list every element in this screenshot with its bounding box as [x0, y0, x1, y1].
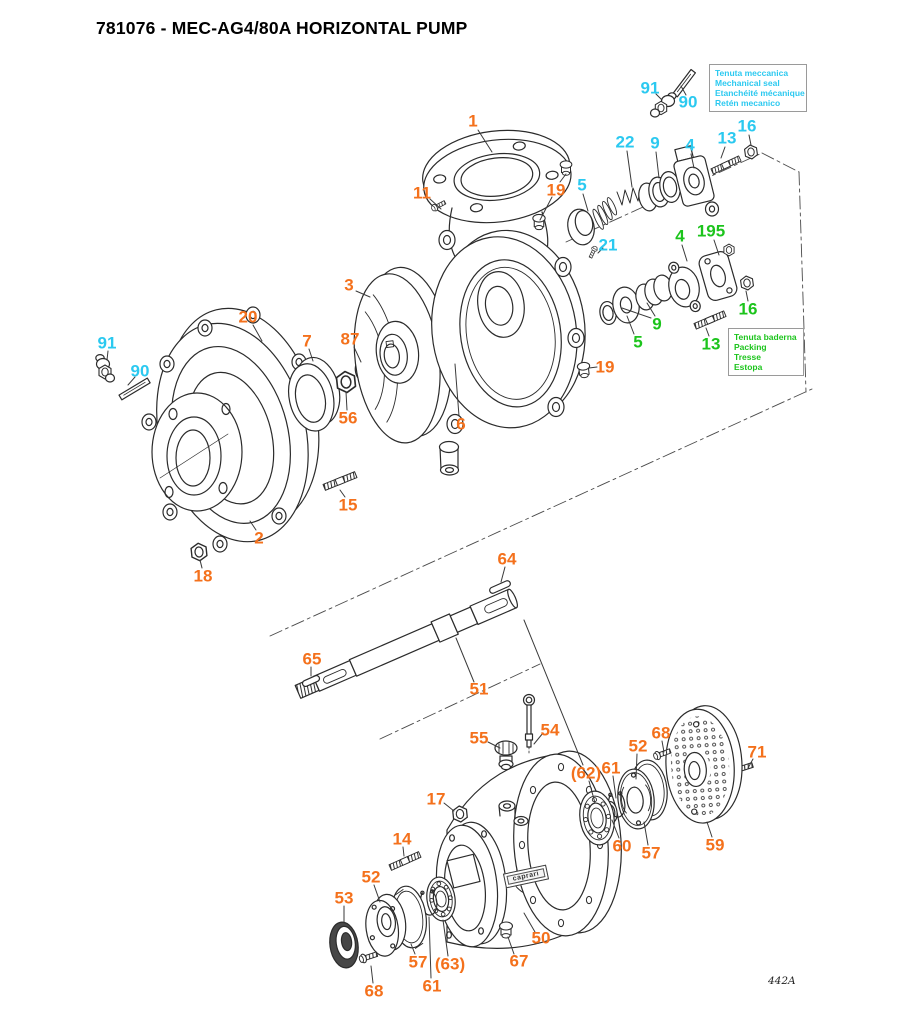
- nut-18-drawing: [189, 541, 209, 563]
- part-callout-21: 21: [598, 235, 618, 255]
- part-callout-13: 13: [701, 334, 721, 354]
- ring-7-drawing: [288, 356, 341, 432]
- volute-casing-drawing: [422, 129, 586, 476]
- part-callout-4: 4: [685, 135, 695, 155]
- part-callout-2: 2: [254, 528, 264, 548]
- drawing-reference: 442A: [768, 975, 796, 987]
- part-callout-5: 5: [577, 175, 587, 195]
- part-callout-22: 22: [615, 132, 635, 152]
- part-callout-61: 61: [601, 758, 621, 778]
- packing-stack-drawing: [599, 243, 755, 330]
- part-callout-19: 19: [595, 357, 615, 377]
- legend-line: Packing: [734, 342, 767, 352]
- part-callout-18: 18: [193, 566, 213, 586]
- part-callout-20: 20: [238, 307, 258, 327]
- part-callout-54: 54: [540, 720, 560, 740]
- legend-line: Retén mecanico: [715, 98, 781, 108]
- part-callout-87: 87: [340, 329, 360, 349]
- bearing-62-drawing: [579, 790, 615, 846]
- part-callout-9: 9: [652, 314, 662, 334]
- part-callout-1: 1: [468, 111, 478, 131]
- plug-19-mid-drawing: [532, 213, 546, 231]
- legend-line: Mechanical seal: [715, 78, 780, 88]
- shaft-drawing: [294, 580, 518, 699]
- part-callout-16: 16: [737, 116, 757, 136]
- mechanical-seal-stack-drawing: [567, 143, 759, 246]
- legend-line: Tresse: [734, 352, 761, 362]
- part-callout-68: 68: [364, 981, 384, 1001]
- part-callout-57: 57: [408, 952, 428, 972]
- seal-plate-52-right-drawing: [617, 768, 655, 830]
- part-callout-64: 64: [497, 549, 517, 569]
- legend-packing: Tenuta baderna Packing Tresse Estopa: [728, 328, 804, 376]
- part-callout-90: 90: [130, 361, 150, 381]
- key-65-drawing: [301, 674, 321, 688]
- part-callout-16: 16: [738, 299, 758, 319]
- volute-lugs: [438, 229, 585, 435]
- part-callout-5: 5: [633, 332, 643, 352]
- part-callout-61: 61: [422, 976, 442, 996]
- part-callout-91: 91: [640, 78, 660, 98]
- bearing-63-drawing: [426, 876, 456, 922]
- slinger-53-drawing: [329, 921, 359, 969]
- screw-21-drawing: [587, 244, 599, 260]
- bearing-bracket-drawing: [435, 750, 622, 949]
- part-callout-60: 60: [612, 836, 632, 856]
- fitting-90-91-left-drawing: [95, 354, 151, 401]
- part-callout-195: 195: [696, 221, 726, 241]
- centerlines: [269, 152, 813, 740]
- part-callout-52: 52: [361, 867, 381, 887]
- parts-artwork: [95, 68, 759, 969]
- part-callout-71: 71: [747, 742, 767, 762]
- page-title: 781076 - MEC-AG4/80A HORIZONTAL PUMP: [96, 18, 468, 38]
- impeller-drawing: [353, 266, 453, 444]
- part-callout-50: 50: [531, 928, 551, 948]
- casing-cover-drawing: [141, 306, 320, 553]
- dipstick-54-drawing: [522, 693, 536, 754]
- part-callout-6: 6: [456, 414, 466, 434]
- part-callout-14: 14: [392, 829, 412, 849]
- fitting-90-91-top-drawing: [649, 68, 697, 118]
- part-callout-52: 52: [628, 736, 648, 756]
- stud-15-drawing: [322, 471, 358, 491]
- stud-14-drawing: [388, 851, 422, 871]
- fan-guard-disc-59-drawing: [665, 705, 743, 824]
- part-callout-91: 91: [97, 333, 117, 353]
- part-callout-57: 57: [641, 843, 661, 863]
- part-callout-17: 17: [426, 789, 446, 809]
- part-callout-15: 15: [338, 495, 358, 515]
- leader-lines: [106, 85, 754, 984]
- part-callout-13: 13: [717, 128, 737, 148]
- legend-line: Estopa: [734, 362, 763, 372]
- part-callout-55: 55: [469, 728, 489, 748]
- part-callout-4: 4: [675, 226, 685, 246]
- part-callout-90: 90: [678, 92, 698, 112]
- legend-mechanical-seal: Tenuta meccanica Mechanical seal Etanché…: [709, 64, 807, 112]
- part-callout-7: 7: [302, 331, 312, 351]
- part-callout-11: 11: [413, 183, 431, 203]
- legend-line: Tenuta baderna: [734, 332, 797, 342]
- filler-plug-55-drawing: [494, 740, 518, 771]
- screw-68-left-drawing: [357, 949, 379, 965]
- part-callout-53: 53: [334, 888, 354, 908]
- legend-line: Etanchéité mécanique: [715, 88, 805, 98]
- part-callout-3: 3: [344, 275, 354, 295]
- part-callout-68: 68: [651, 723, 671, 743]
- legend-line: Tenuta meccanica: [715, 68, 789, 78]
- part-callout-63: (63): [434, 954, 466, 974]
- part-callout-67: 67: [509, 951, 529, 971]
- part-callout-9: 9: [650, 133, 660, 153]
- part-callout-65: 65: [302, 649, 322, 669]
- seal-housing-52-left-drawing: [365, 893, 407, 957]
- part-callout-59: 59: [705, 835, 725, 855]
- plug-19-right-drawing: [576, 361, 592, 379]
- key-64-drawing: [489, 580, 511, 594]
- part-callout-62: (62): [570, 763, 602, 783]
- part-callout-19: 19: [546, 180, 566, 200]
- part-callout-56: 56: [338, 408, 358, 428]
- part-callout-51: 51: [469, 679, 489, 699]
